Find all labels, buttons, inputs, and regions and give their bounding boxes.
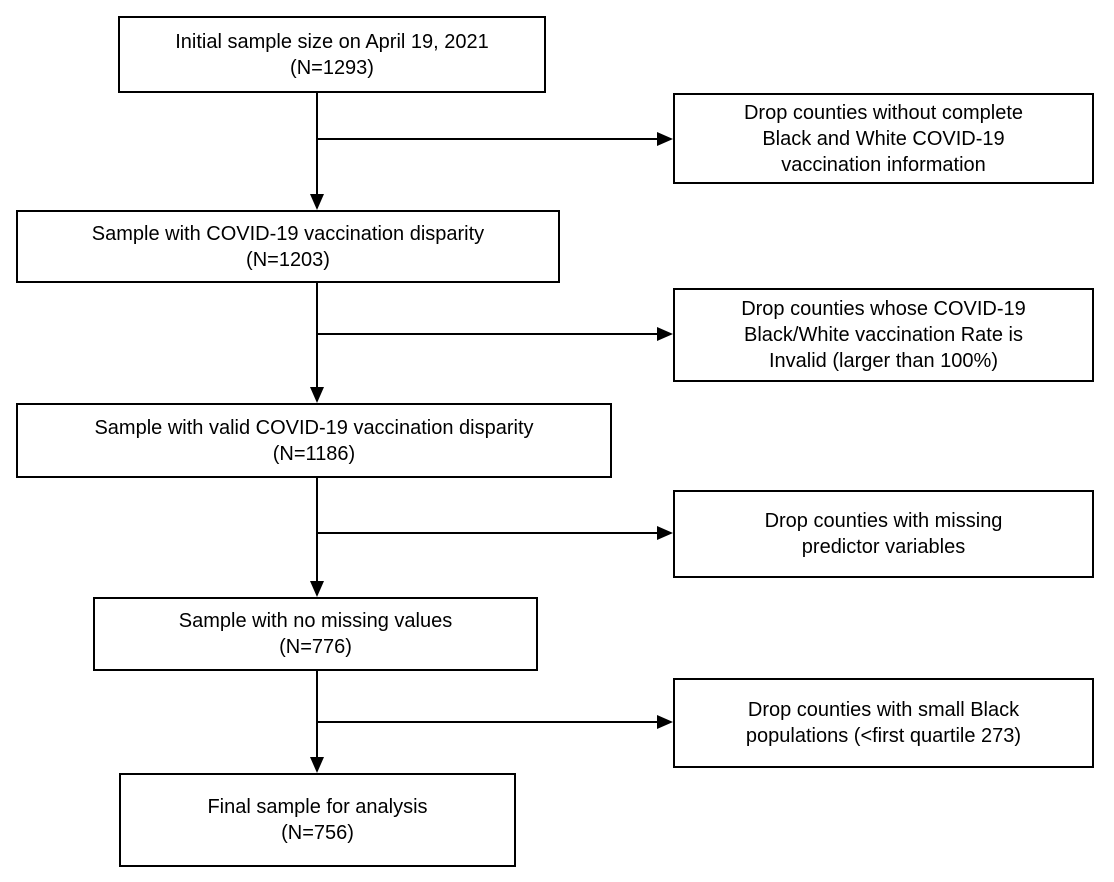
exclusion-box-invalid-rate: Drop counties whose COVID-19 Black/White…: [673, 288, 1094, 382]
exclusion-line: Black and White COVID-19: [762, 127, 1005, 150]
flow-box-n: (N=776): [279, 636, 352, 658]
exclusion-line: Drop counties with small Black: [747, 699, 1020, 721]
exclusion-box-small-black-population: Drop counties with small Black populatio…: [673, 678, 1094, 768]
flow-box-no-missing-values: Sample with no missing values (N=776): [93, 597, 538, 671]
exclusion-box-missing-predictors: Drop counties with missing predictor var…: [673, 490, 1094, 578]
flow-box-vaccination-disparity: Sample with COVID-19 vaccination dispari…: [16, 210, 560, 283]
exclusion-line: Drop counties whose COVID-19: [741, 298, 1026, 320]
flow-box-final-sample: Final sample for analysis (N=756): [119, 773, 516, 867]
flow-box-label: Sample with no missing values: [178, 610, 453, 632]
exclusion-line: populations (<first quartile 273): [745, 725, 1022, 747]
flow-box-n: (N=1293): [290, 56, 374, 79]
flow-box-label: Initial sample size on April 19, 2021: [175, 30, 489, 53]
flow-box-label: Final sample for analysis: [207, 796, 428, 818]
exclusion-line: vaccination information: [781, 153, 986, 176]
flow-box-n: (N=1203): [246, 248, 330, 271]
flow-box-valid-disparity: Sample with valid COVID-19 vaccination d…: [16, 403, 612, 478]
exclusion-line: Drop counties with missing: [764, 510, 1003, 532]
flow-box-n: (N=1186): [272, 442, 356, 465]
exclusion-box-incomplete-info: Drop counties without complete Black and…: [673, 93, 1094, 184]
flow-box-label: Sample with COVID-19 vaccination dispari…: [91, 222, 485, 245]
exclusion-line: Drop counties without complete: [743, 101, 1024, 124]
exclusion-line: Invalid (larger than 100%): [768, 350, 998, 372]
flow-box-label: Sample with valid COVID-19 vaccination d…: [94, 416, 534, 439]
exclusion-line: Black/White vaccination Rate is: [743, 324, 1023, 346]
flow-box-n: (N=756): [281, 822, 354, 844]
exclusion-line: predictor variables: [801, 536, 966, 558]
flow-box-initial-sample: Initial sample size on April 19, 2021 (N…: [118, 16, 546, 93]
